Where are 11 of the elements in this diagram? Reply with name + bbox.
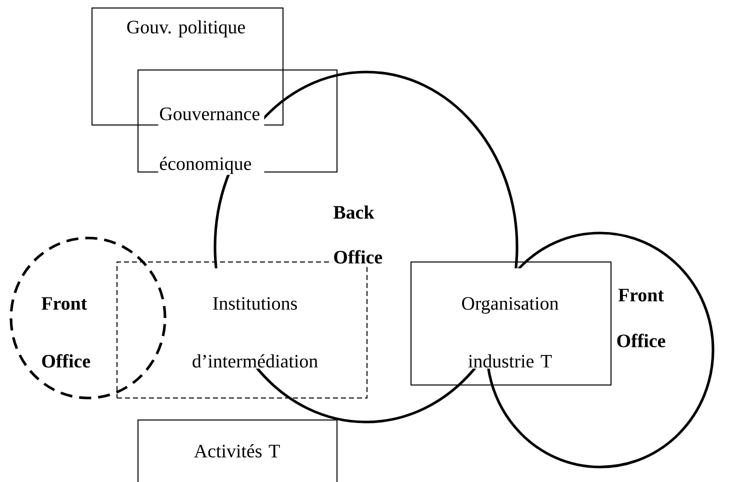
label-text: Activités T xyxy=(191,438,283,466)
box xyxy=(410,262,612,386)
label-text: Gouvernance économique xyxy=(158,84,264,175)
box xyxy=(138,420,338,482)
label-text: Front Office xyxy=(614,268,668,348)
label-text: Back Office xyxy=(332,186,386,265)
label-text: Institutions d’intermédiation xyxy=(190,268,320,369)
label-text: Organisation industrie T xyxy=(460,268,560,369)
label-text: Front Office xyxy=(40,268,94,369)
label-text: Gouv. politique xyxy=(123,14,249,42)
dashed-circle xyxy=(10,236,166,400)
